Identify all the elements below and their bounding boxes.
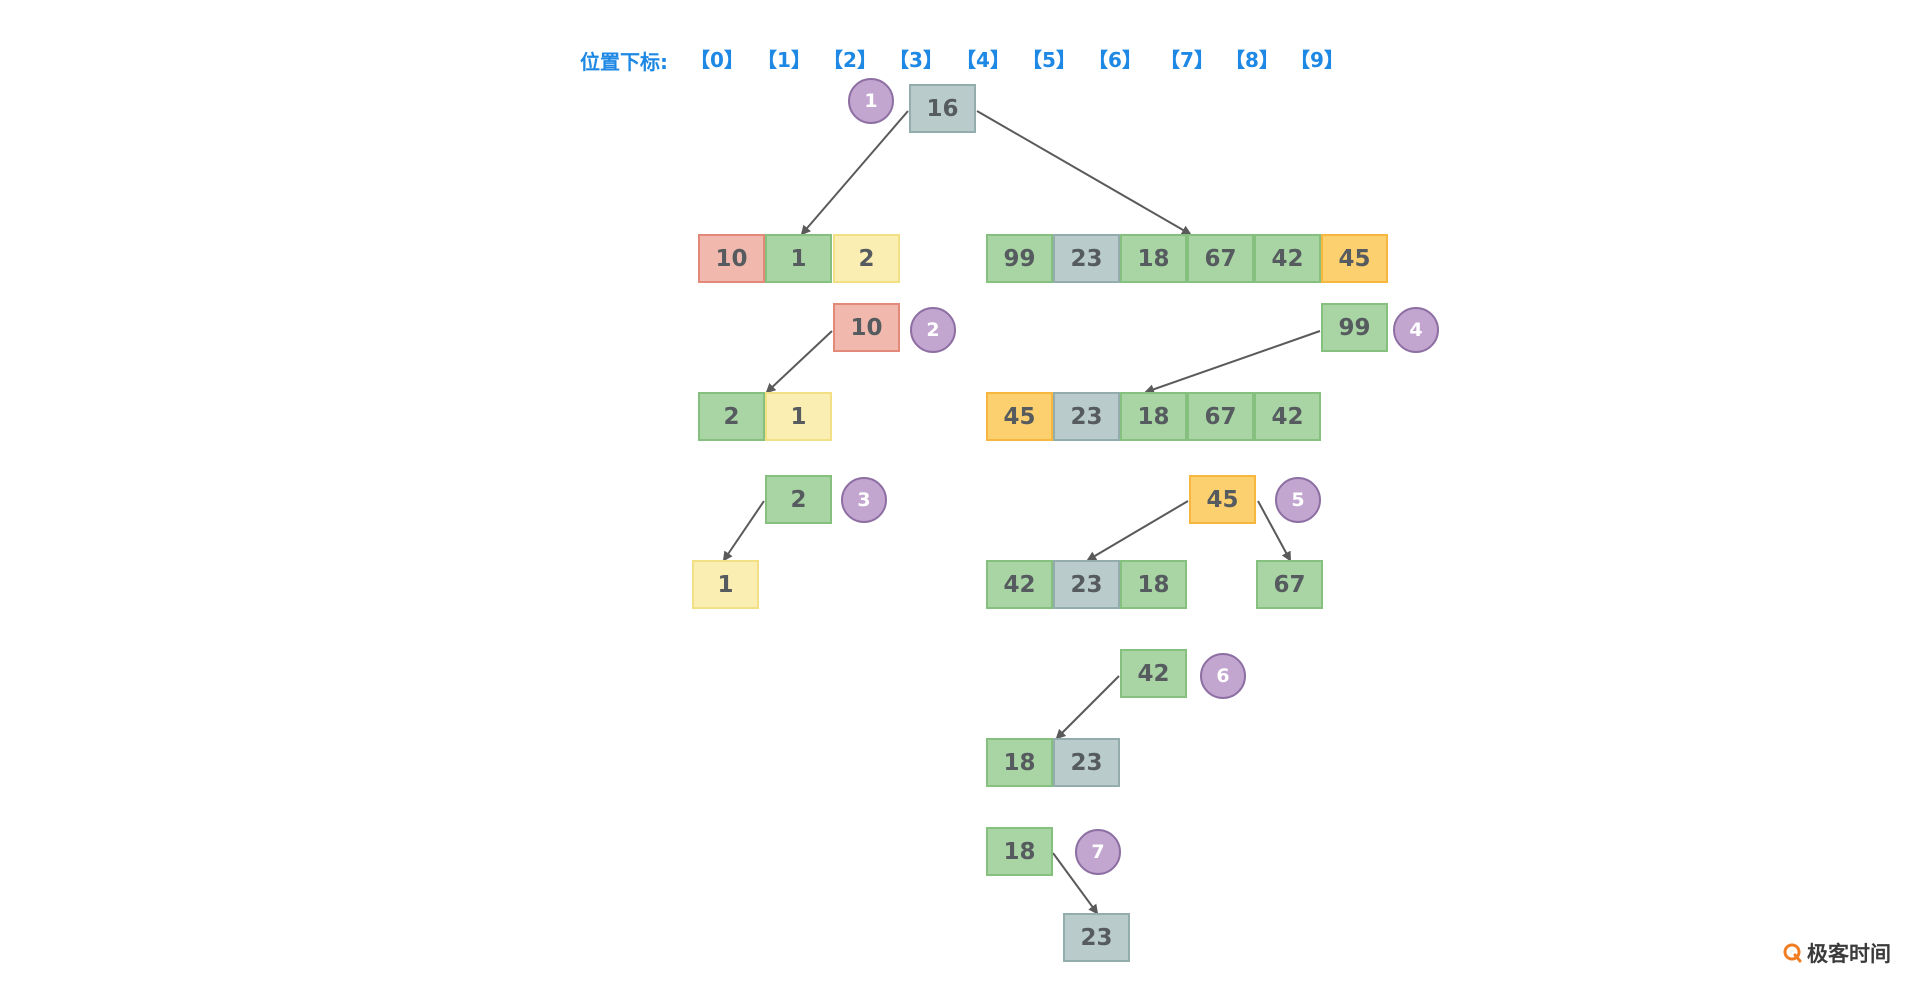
index-label-1: 【1】 (757, 48, 811, 72)
step-marker-7: 7 (1075, 829, 1121, 875)
array-cell: 1 (765, 392, 832, 441)
array-cell: 18 (986, 827, 1053, 876)
arrow-2 (976, 110, 1192, 236)
array-cell: 18 (1120, 560, 1187, 609)
array-cell: 1 (692, 560, 759, 609)
array-cell: 45 (1321, 234, 1388, 283)
index-label-7: 【7】 (1160, 48, 1214, 72)
index-label-2: 【2】 (823, 48, 877, 72)
array-cell: 42 (1254, 234, 1321, 283)
array-cell: 18 (1120, 392, 1187, 441)
array-cell: 42 (1254, 392, 1321, 441)
arrow-8 (1055, 675, 1120, 740)
array-cell: 67 (1187, 392, 1254, 441)
array-cell: 18 (1120, 234, 1187, 283)
arrow-4 (1144, 330, 1321, 395)
index-label-title: 位置下标: (580, 50, 668, 74)
index-label-9: 【9】 (1290, 48, 1344, 72)
index-label-0: 【0】 (690, 48, 744, 72)
array-cell: 23 (1063, 913, 1130, 962)
index-label-3: 【3】 (889, 48, 943, 72)
index-label-8: 【8】 (1225, 48, 1279, 72)
array-cell: 10 (833, 303, 900, 352)
index-label-5: 【5】 (1022, 48, 1076, 72)
array-cell: 10 (698, 234, 765, 283)
array-cell: 42 (986, 560, 1053, 609)
step-marker-4: 4 (1393, 307, 1439, 353)
array-cell: 99 (986, 234, 1053, 283)
step-marker-5: 5 (1275, 477, 1321, 523)
arrow-5 (722, 500, 765, 562)
array-cell: 23 (1053, 234, 1120, 283)
brand-logo: 极客时间 (1783, 938, 1891, 968)
index-label-6: 【6】 (1088, 48, 1142, 72)
array-cell: 45 (986, 392, 1053, 441)
logo-text: 极客时间 (1807, 942, 1891, 966)
step-marker-1: 1 (848, 78, 894, 124)
step-marker-6: 6 (1200, 653, 1246, 699)
array-cell: 16 (909, 84, 976, 133)
array-cell: 23 (1053, 392, 1120, 441)
arrow-1 (800, 110, 909, 236)
array-cell: 23 (1053, 738, 1120, 787)
index-label-4: 【4】 (956, 48, 1010, 72)
array-cell: 67 (1187, 234, 1254, 283)
array-cell: 23 (1053, 560, 1120, 609)
array-cell: 1 (765, 234, 832, 283)
array-cell: 45 (1189, 475, 1256, 524)
arrow-3 (765, 330, 833, 394)
array-cell: 2 (698, 392, 765, 441)
array-cell: 18 (986, 738, 1053, 787)
arrow-6 (1086, 500, 1189, 562)
array-cell: 2 (833, 234, 900, 283)
step-marker-3: 3 (841, 477, 887, 523)
array-cell: 2 (765, 475, 832, 524)
array-cell: 67 (1256, 560, 1323, 609)
logo-icon (1783, 943, 1802, 963)
step-marker-2: 2 (910, 307, 956, 353)
array-cell: 42 (1120, 649, 1187, 698)
array-cell: 99 (1321, 303, 1388, 352)
